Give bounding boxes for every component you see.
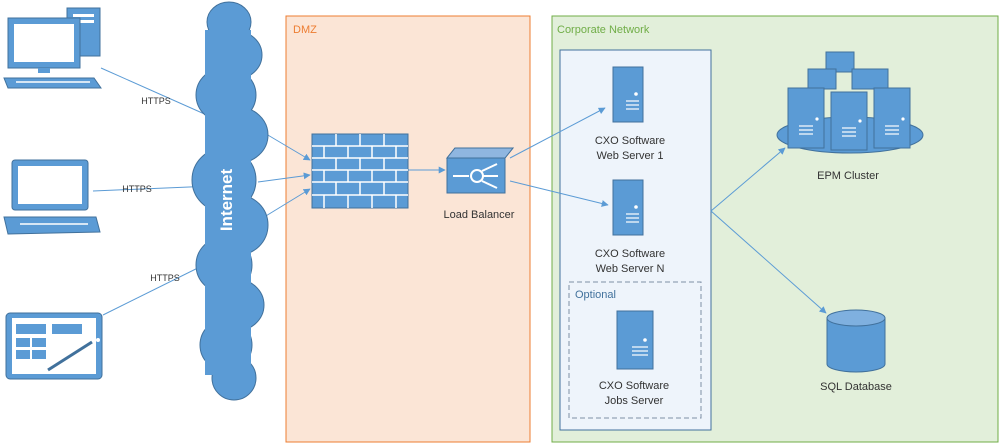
https-label-desktop: HTTPS	[141, 96, 171, 106]
desktop-computer-icon	[3, 7, 102, 89]
internet-cloud-icon	[191, 1, 269, 401]
dmz-zone	[285, 15, 531, 443]
panel-to-sql-line	[710, 210, 827, 314]
dmz-label: DMZ	[293, 24, 317, 36]
web-server-1-label-line2: Web Server 1	[596, 150, 663, 162]
server-icon	[612, 179, 644, 236]
loadbalancer-to-web1-line	[509, 107, 606, 159]
optional-label: Optional	[575, 289, 616, 301]
optional-zone	[568, 281, 702, 419]
epm-cluster-label: EPM Cluster	[817, 170, 879, 182]
server-cluster-icon	[776, 51, 924, 154]
corporate-network-label: Corporate Network	[557, 24, 650, 36]
load-balancer-label: Load Balancer	[444, 209, 515, 221]
load-balancer-icon	[445, 147, 515, 194]
internet-label: Internet	[217, 168, 236, 231]
https-label-laptop: HTTPS	[122, 184, 152, 194]
https-label-tablet: HTTPS	[150, 273, 180, 283]
internet-to-firewall-line-2	[257, 172, 311, 183]
web-server-n-label-line2: Web Server N	[596, 263, 665, 275]
web-server-1-label-line1: CXO Software	[595, 135, 665, 147]
jobs-server-label-line2: Jobs Server	[605, 395, 664, 407]
database-icon	[826, 309, 886, 373]
firewall-icon	[311, 133, 409, 209]
web-server-n-label-line1: CXO Software	[595, 248, 665, 260]
desktop-to-internet-line	[100, 67, 219, 121]
jobs-server-label-line1: CXO Software	[599, 380, 669, 392]
server-icon	[616, 310, 654, 370]
loadbalancer-to-webn-line	[509, 180, 609, 207]
tablet-icon	[5, 312, 103, 380]
laptop-icon	[3, 159, 101, 235]
sql-database-label: SQL Database	[820, 381, 892, 393]
panel-to-epm-line	[710, 147, 786, 212]
server-icon	[612, 66, 644, 123]
